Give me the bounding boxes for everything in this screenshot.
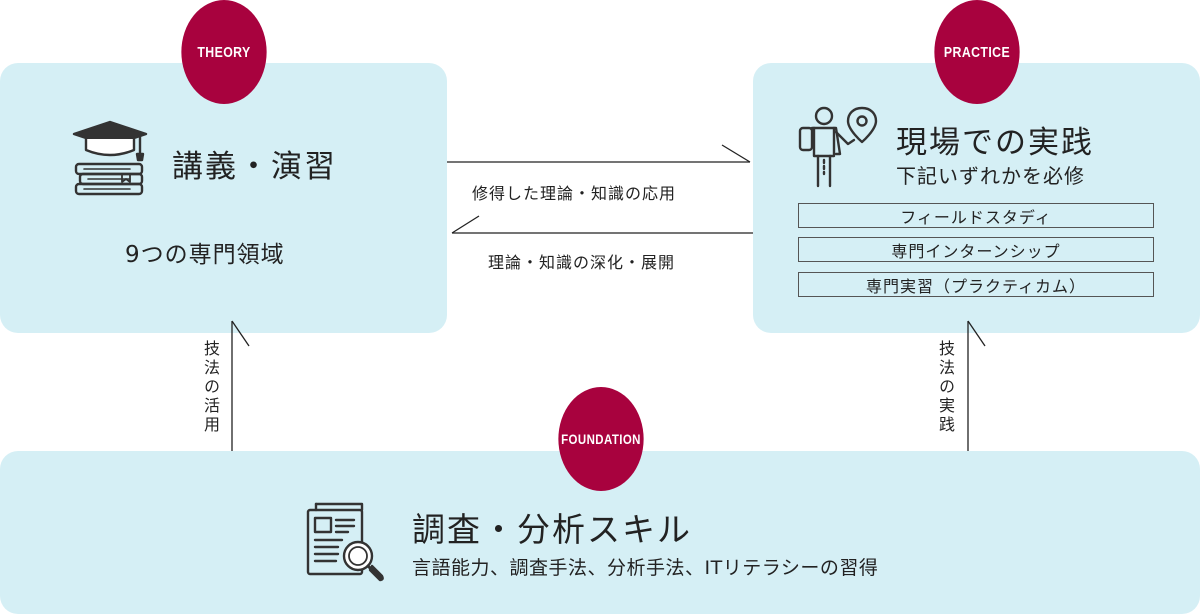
graduation-cap-books-icon bbox=[72, 120, 148, 196]
practice-item-practicum: 専門実習（プラクティカム） bbox=[798, 272, 1154, 297]
foundation-title: 調査・分析スキル bbox=[412, 510, 692, 549]
practice-badge: PRACTICE bbox=[934, 0, 1020, 104]
arrow-label-practice-to-theory: 理論・知識の深化・展開 bbox=[488, 253, 676, 272]
field-worker-location-icon bbox=[798, 106, 878, 188]
theory-panel bbox=[0, 63, 447, 333]
practice-title: 現場での実践 bbox=[896, 125, 1094, 161]
arrow-theory-to-practice bbox=[447, 144, 751, 163]
arrow-label-theory-to-practice: 修得した理論・知識の応用 bbox=[472, 184, 677, 203]
practice-item-internship: 専門インターンシップ bbox=[798, 237, 1154, 262]
document-magnifier-icon bbox=[306, 502, 384, 582]
arrow-practice-to-theory bbox=[451, 215, 753, 234]
foundation-subtitle: 言語能力、調査手法、分析手法、ITリテラシーの習得 bbox=[412, 557, 879, 579]
theory-subtitle: 9つの専門領域 bbox=[125, 242, 285, 268]
foundation-badge: FOUNDATION bbox=[558, 387, 644, 491]
practice-subtitle: 下記いずれかを必修 bbox=[896, 164, 1085, 188]
arrow-label-foundation-to-theory: 技法の活用 bbox=[201, 340, 220, 435]
theory-badge: THEORY bbox=[181, 0, 267, 104]
arrow-foundation-to-practice bbox=[967, 320, 986, 451]
theory-title: 講義・演習 bbox=[172, 149, 337, 185]
arrow-foundation-to-theory bbox=[231, 320, 250, 451]
practice-item-field-study: フィールドスタディ bbox=[798, 203, 1154, 228]
arrow-label-foundation-to-practice: 技法の実践 bbox=[936, 340, 955, 435]
